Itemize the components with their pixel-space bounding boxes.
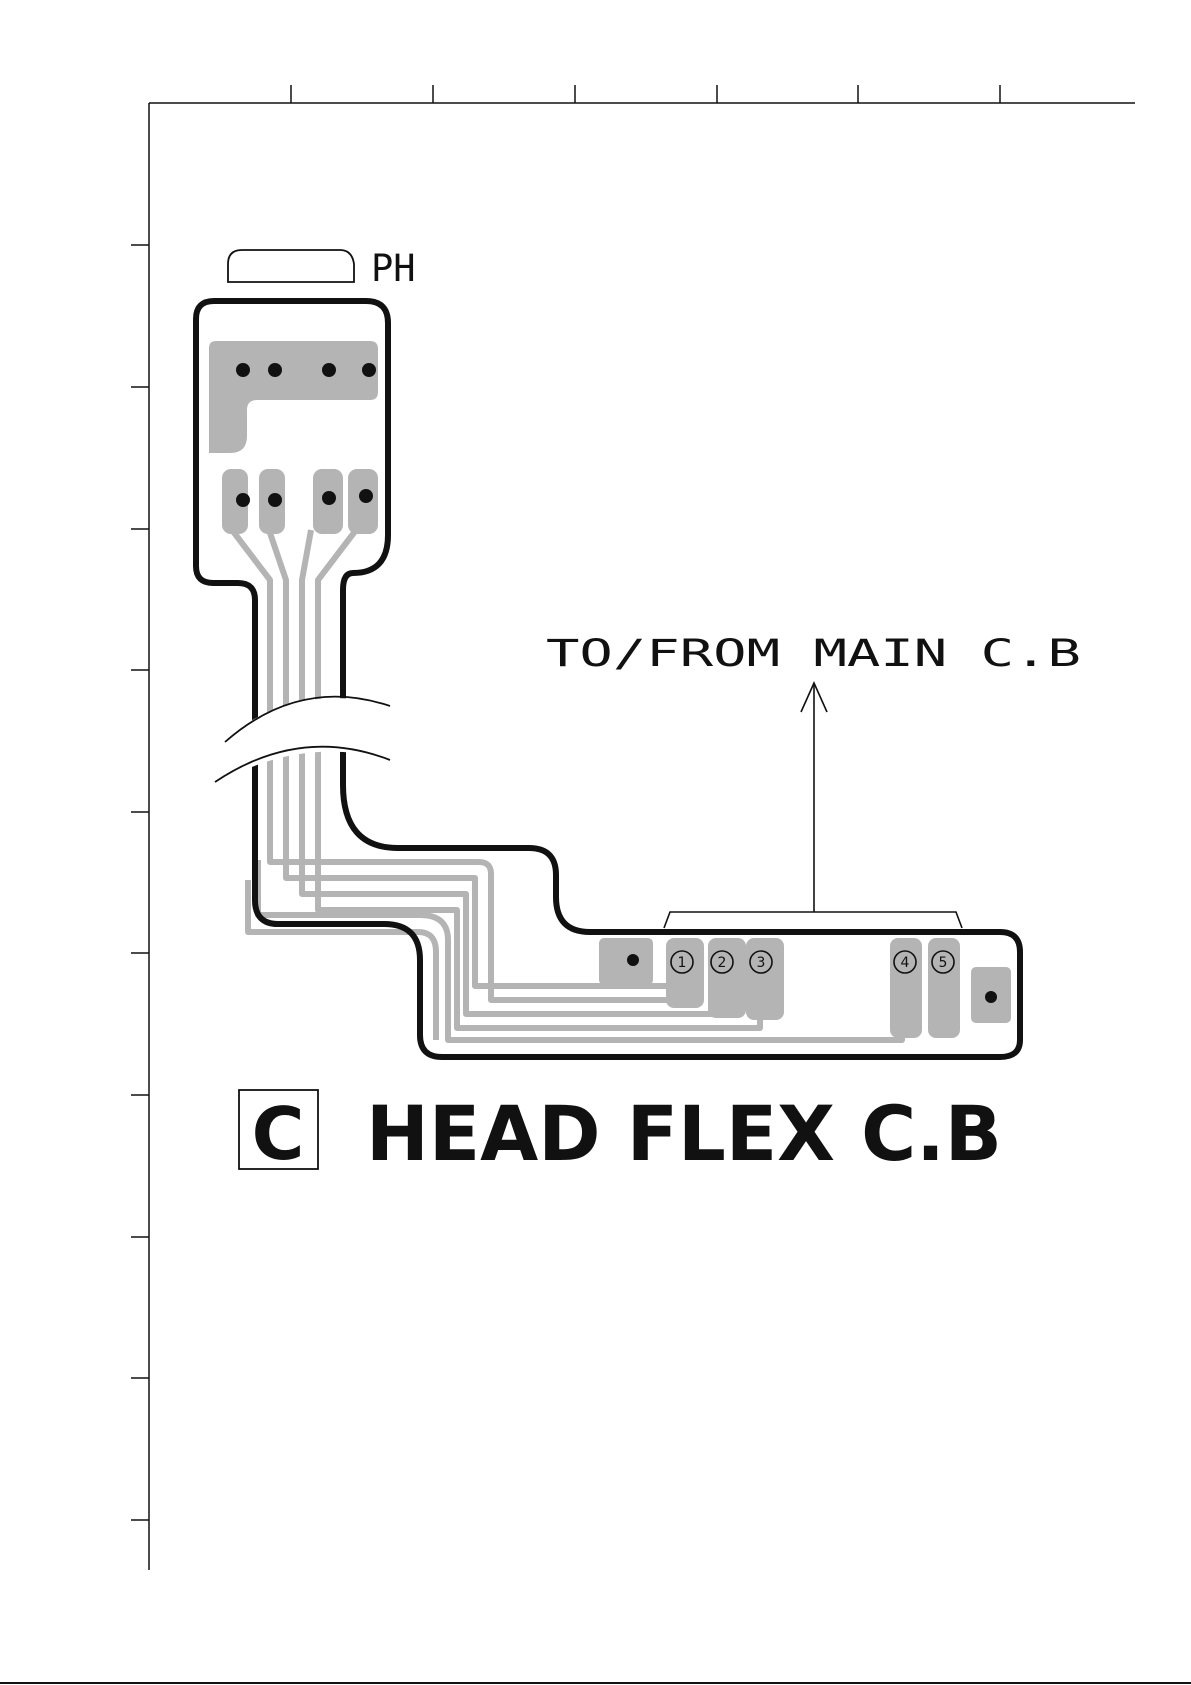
svg-text:3: 3 (757, 955, 766, 971)
svg-text:1: 1 (678, 955, 687, 971)
svg-text:2: 2 (718, 955, 727, 971)
left-tick-marks (131, 245, 149, 1520)
top-tick-marks (291, 85, 1000, 103)
pickup-label: PH (371, 247, 416, 290)
connection-bracket (664, 912, 962, 928)
up-arrow-icon (801, 683, 827, 912)
pickup-head-outline (228, 250, 354, 282)
board-letter: C (252, 1092, 305, 1176)
svg-text:5: 5 (939, 955, 948, 971)
connection-label: TO/FROM MAIN C.B (546, 632, 1081, 675)
board-title: HEAD FLEX C.B (366, 1089, 1002, 1178)
ground-solder-point (985, 991, 997, 1003)
connector-solder-point (627, 954, 639, 966)
sheet-frame (131, 85, 1135, 1570)
svg-text:4: 4 (901, 955, 910, 971)
head-pads-copper (209, 341, 378, 534)
flex-traces (232, 530, 902, 1040)
